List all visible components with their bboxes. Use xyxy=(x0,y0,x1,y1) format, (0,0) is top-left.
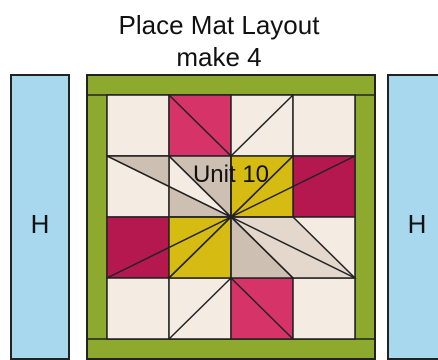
right-strip-h: H xyxy=(387,74,438,360)
cell-r1c4 xyxy=(293,95,355,156)
cell-r1c1 xyxy=(107,95,169,156)
place-mat-block: Unit 10 xyxy=(86,74,376,360)
cell-r4c1 xyxy=(107,278,169,339)
cell-r2c4-wine xyxy=(293,156,355,217)
left-strip-h: H xyxy=(10,74,70,360)
left-strip-label: H xyxy=(12,210,68,238)
page-subtitle: make 4 xyxy=(0,42,438,72)
cell-r3c1-wine xyxy=(107,217,169,278)
unit-label: Unit 10 xyxy=(193,161,269,188)
cell-r4c4 xyxy=(293,278,355,339)
page-title: Place Mat Layout xyxy=(0,10,438,40)
right-strip-label: H xyxy=(389,210,438,238)
